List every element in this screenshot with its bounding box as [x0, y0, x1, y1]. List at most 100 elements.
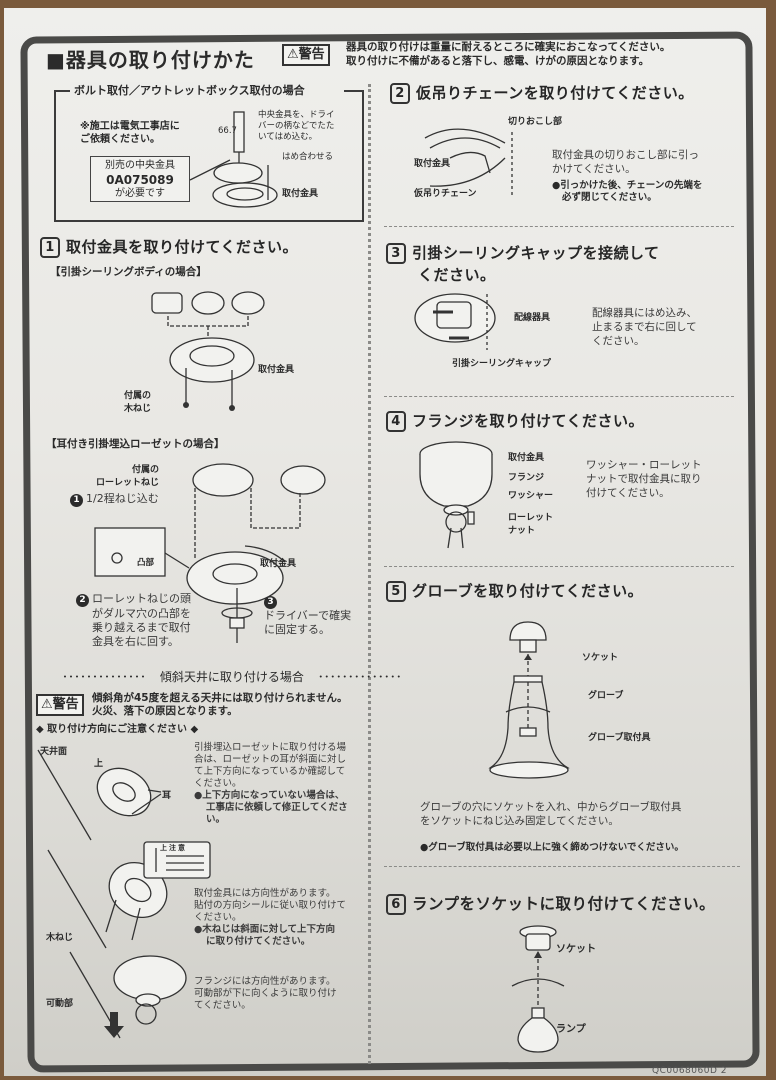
step-5-note: ●グローブ取付具は必要以上に強く締めつけないでください。: [420, 842, 684, 853]
sold-line: が必要です: [115, 188, 165, 199]
step-title: フランジを取り付けてください。: [412, 412, 645, 430]
bracket-label: 取付金具: [258, 365, 295, 375]
lamp-diagram: [511, 925, 565, 1053]
text-line: かけてください。: [552, 163, 636, 175]
instruction-text: 1/2程ねじ込む: [86, 492, 159, 505]
rosette-subheading: 【耳付き引掛埋込ローゼットの場合】: [46, 438, 225, 450]
fit-together-label: はめ合わせる: [282, 152, 334, 162]
center-fitting-label: 中央金具を、ドライ バーの柄などでたた いてはめ込む。: [258, 110, 335, 143]
label-line: 付属の: [124, 391, 152, 401]
text-line: 付けてください。: [586, 487, 670, 499]
note-line: い。: [206, 814, 226, 825]
chain-label: 仮吊りチェーン: [414, 189, 477, 199]
dot-leader: ･･････････････: [62, 670, 147, 684]
text-line: 止まるまで右に回して: [592, 321, 697, 333]
step-number: 1: [40, 237, 60, 258]
globe-label: グローブ: [588, 691, 624, 701]
document-code: QC0068060D 2: [652, 1066, 727, 1076]
bracket-label: 取付金具: [260, 559, 297, 569]
note-line: ●上下方向になっていない場合は、: [194, 790, 345, 801]
step-number: 5: [386, 581, 406, 602]
instruction-text: ドライバーで確実: [264, 609, 352, 622]
knurled-nut-label: ローレット ナット: [508, 510, 553, 536]
dimension-label: 66.7: [218, 126, 237, 136]
ceiling-body-subheading: 【引掛シーリングボディの場合】: [50, 266, 207, 278]
box-edge: [344, 90, 364, 92]
label-line: バーの柄などでたた: [258, 121, 335, 131]
knurled-screw-label: 付属の ローレットねじ: [96, 462, 159, 488]
direction-sticker-label: 上注意: [160, 844, 187, 852]
note-line: 必ず閉じてください。: [562, 192, 657, 203]
bolt-section-title: ボルト取付／アウトレットボックス取付の場合: [70, 82, 309, 98]
step-5-text: グローブの穴にソケットを入れ、中からグローブ取付具 をソケットにねじ込み固定して…: [420, 800, 681, 828]
up-label: 上: [94, 759, 104, 769]
text-line: て上下方向になっているか確認して: [194, 766, 346, 777]
text-line: 取付金具の切りおこし部に引っ: [552, 149, 699, 161]
ceiling-body-diagram: [151, 291, 265, 411]
instruction-text: 金具を右に回す。: [92, 635, 179, 648]
lamp-label: ランプ: [556, 1024, 586, 1035]
step-2-text: 取付金具の切りおこし部に引っ かけてください。: [552, 148, 699, 176]
step-title: ランプをソケットに取り付けてください。: [412, 895, 716, 913]
text-line: 取付金具には方向性があります。: [194, 888, 336, 899]
text-line: ください。: [194, 912, 242, 923]
text-line: 引掛埋込ローゼットに取り付ける場: [194, 742, 347, 753]
slope-title: 傾斜天井に取り付ける場合: [159, 670, 304, 684]
box-edge: [54, 90, 72, 92]
step-circle-2: 2: [76, 594, 89, 607]
step-number: 3: [386, 243, 406, 264]
step-circle-1: 1: [70, 494, 83, 507]
bracket-label: 取付金具: [282, 189, 319, 199]
label-line: 中央金具を、ドライ: [258, 110, 335, 120]
flange-label: フランジ: [508, 473, 545, 483]
step-4-text: ワッシャー・ローレット ナットで取付金具に取り 付けてください。: [586, 458, 702, 500]
note-line: に取り付けてください。: [206, 936, 311, 947]
step-2-heading: 2 仮吊りチェーンを取り付けてください。: [390, 82, 694, 104]
warning-text: 器具の取り付けは重量に耐えるところに確実におこなってください。 取り付けに不備が…: [346, 40, 746, 68]
warning-badge: ⚠警告: [282, 44, 330, 66]
text-line: ワッシャー・ローレット: [586, 459, 702, 471]
warning-line: 取り付けに不備があると落下し、感電、けがの原因となります。: [346, 55, 650, 67]
text-line: 配線器具にはめ込み、: [592, 307, 697, 319]
step-divider: [384, 396, 734, 397]
slope-rosette-diagram: [37, 749, 162, 841]
slope-section-title: ･･････････････ 傾斜天井に取り付ける場合 ････････････…: [62, 668, 402, 685]
cutout-label: 切りおこし部: [508, 117, 563, 127]
step-title: 仮吊りチェーンを取り付けてください。: [416, 84, 694, 102]
chain-diagram: [424, 128, 513, 196]
step-divider: [384, 226, 734, 227]
text-line: 可動部が下に向くように取り付け: [194, 988, 337, 999]
column-divider: [368, 84, 371, 1064]
socket-label: ソケット: [556, 944, 596, 955]
warning-line: 火災、落下の原因となります。: [92, 705, 238, 717]
note-line: ●木ねじは斜面に対して上下方向: [194, 924, 336, 935]
text-line: ください。: [194, 778, 242, 789]
ceiling-cap-diagram: [414, 293, 496, 350]
bolt-section-box: [54, 90, 364, 222]
step-divider: [384, 866, 740, 867]
instruction-3: 3 ドライバーで確実 に固定する。: [264, 594, 351, 637]
step-divider: [384, 566, 734, 567]
note-line: ●引っかけた後、チェーンの先端を: [552, 180, 703, 191]
label-line: ローレットねじ: [96, 478, 160, 488]
flange-diagram: [419, 441, 493, 549]
bracket-label: 取付金具: [508, 453, 545, 463]
text-line: をソケットにねじ込み固定してください。: [420, 815, 619, 827]
step-5-heading: 5 グローブを取り付けてください。: [386, 580, 643, 602]
sold-separately-box: 別売の中央金具 0A075089 が必要です: [90, 156, 190, 202]
text-line: 合は、ローゼットの耳が斜面に対し: [194, 754, 347, 765]
step-title: グローブを取り付けてください。: [412, 582, 644, 600]
text-line: てください。: [194, 1000, 251, 1011]
slope-bracket-diagram: [47, 841, 211, 949]
step-2-note: ●引っかけた後、チェーンの先端を 必ず閉じてください。: [552, 180, 702, 204]
slope-warning-text: 傾斜角が45度を超える天井には取り付けられません。 火災、落下の原因となります。: [92, 692, 347, 718]
wood-screw-label: 木ねじ: [46, 933, 74, 943]
part-code: 0A075089: [106, 173, 174, 187]
instruction-text: 乗り越えるまで取付: [92, 621, 191, 634]
globe-diagram: [488, 621, 570, 779]
step-number: 2: [390, 83, 410, 104]
